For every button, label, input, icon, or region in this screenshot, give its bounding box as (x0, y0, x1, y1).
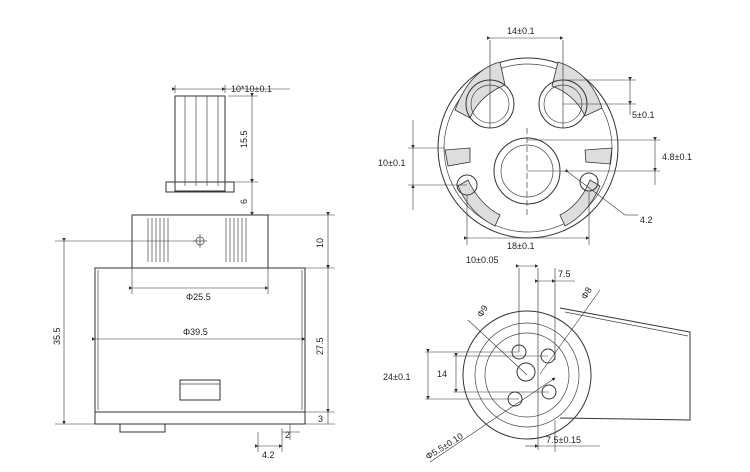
label-right-b: 4.8±0.1 (662, 152, 692, 162)
label-offset-top: 10±0.05 (466, 255, 498, 265)
label-hole-dia: Φ8 (579, 285, 594, 301)
label-offset-bottom: 7.5±0.15 (546, 435, 581, 445)
label-height-outer: 24±0.1 (383, 372, 410, 382)
label-dia-upper: Φ25.5 (186, 292, 211, 302)
bottom-view: 10±0.05 7.5 Φ8 Φ9 24±0.1 14 Φ5.5±0.10 7.… (383, 255, 691, 463)
head-block (131, 214, 269, 269)
label-left-height: 10±0.1 (378, 158, 405, 168)
side-labels: 10*10±0.1 15.5 6 10 Φ25.5 35.5 Φ39.5 27.… (52, 84, 325, 460)
label-foot-height: 2 (285, 430, 290, 440)
label-right-a: 5±0.1 (632, 110, 654, 120)
pin-right (579, 172, 599, 192)
foot (119, 423, 166, 433)
label-bottom-width: 18±0.1 (507, 241, 534, 251)
label-stem-base: 6 (239, 199, 249, 204)
spline-right (225, 218, 247, 262)
stem (165, 95, 235, 193)
base-ring (94, 411, 306, 425)
label-base-height: 3 (318, 414, 323, 424)
label-stem-height: 15.5 (239, 130, 249, 148)
label-dia-body: Φ39.5 (183, 327, 208, 337)
label-hole-dia-small: Φ9 (475, 303, 490, 319)
label-foot-width: 4.2 (262, 450, 275, 460)
label-top-width: 14±0.1 (507, 26, 534, 36)
label-body-height: 27.5 (315, 337, 325, 355)
top-view: 14±0.1 5±0.1 4.8±0.1 10±0.1 4.2 18±0.1 (378, 26, 692, 251)
side-view: 10*10±0.1 15.5 6 10 Φ25.5 35.5 Φ39.5 27.… (52, 84, 335, 460)
label-radius: 4.2 (640, 215, 653, 225)
label-total-height: 35.5 (52, 327, 62, 345)
label-head-height: 10 (315, 238, 325, 248)
label-stem-size: 10*10±0.1 (231, 84, 272, 94)
body-window (179, 379, 221, 401)
label-hole-pattern: Φ5.5±0.10 (424, 431, 465, 462)
label-offset-right: 7.5 (558, 269, 571, 279)
side-dimensions (55, 85, 335, 452)
label-height-inner: 14 (437, 369, 447, 379)
spline-left (147, 218, 169, 262)
